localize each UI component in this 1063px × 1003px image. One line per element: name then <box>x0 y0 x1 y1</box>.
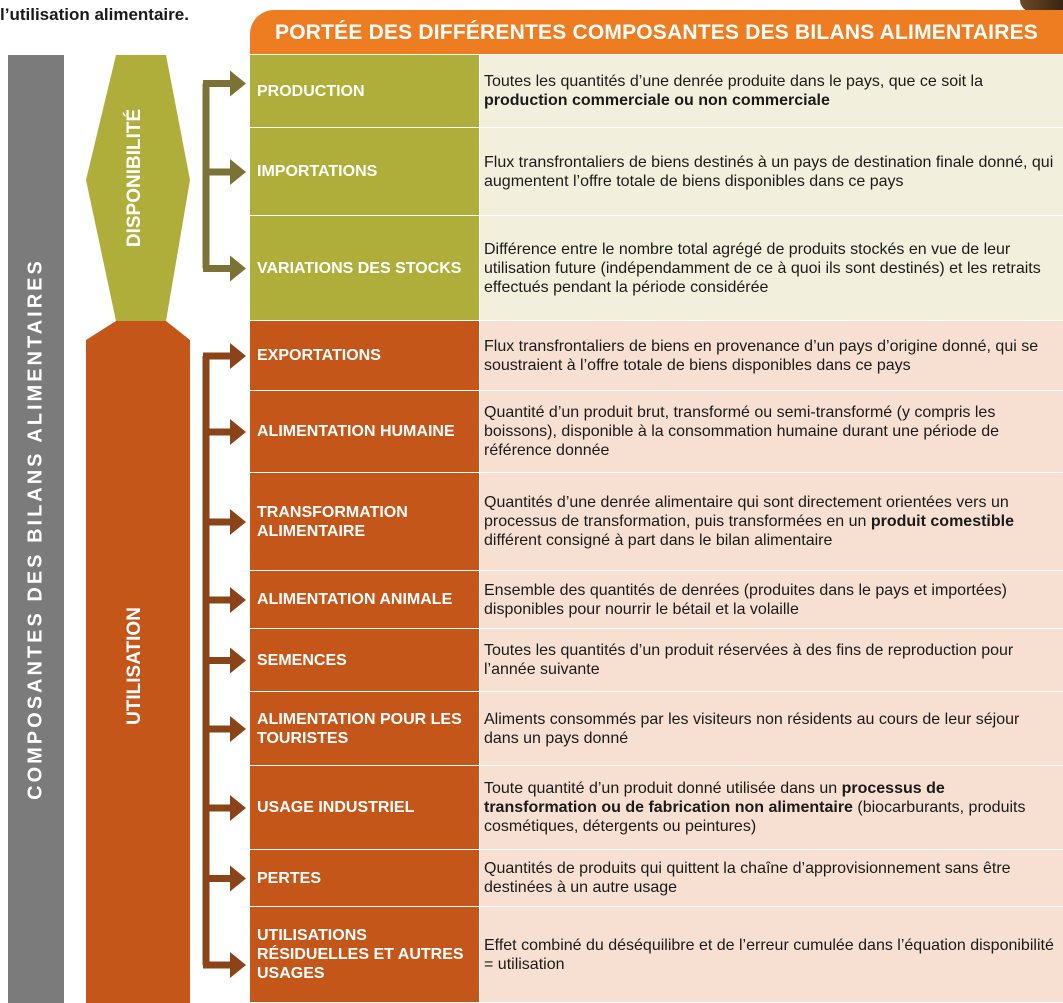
arrowhead <box>230 952 246 978</box>
disponibilite-connector <box>202 80 234 272</box>
description-emphasis: production commerciale ou non commercial… <box>484 92 830 109</box>
description-text: Quantité d’un produit brut, transformé o… <box>484 404 999 459</box>
description-text: Quantités d’une denrée alimentaire qui s… <box>484 494 1009 530</box>
component-description: Effet combiné du déséquilibre et de l’er… <box>480 907 1063 1002</box>
description-emphasis: produit comestible <box>870 513 1014 530</box>
arrowhead <box>230 255 246 282</box>
component-description: Toute quantité d’un produit donné utilis… <box>480 766 1063 849</box>
component-name: ALIMENTATION HUMAINE <box>250 391 480 472</box>
group-label-utilisation: UTILISATION <box>124 607 145 725</box>
component-name: EXPORTATIONS <box>250 321 480 390</box>
description-text: Différence entre le nombre total agrégé … <box>484 240 1041 296</box>
description-text: Toute quantité d’un produit donné utilis… <box>484 780 842 797</box>
component-description: Toutes les quantités d’une denrée produi… <box>480 55 1063 127</box>
utilisation-arrowheads <box>230 343 246 978</box>
component-name: TRANSFORMATION ALIMENTAIRE <box>250 473 480 570</box>
photo-fragment <box>1020 0 1063 12</box>
component-name: SEMENCES <box>250 629 480 691</box>
component-name: USAGE INDUSTRIEL <box>250 766 480 849</box>
component-name: ALIMENTATION ANIMALE <box>250 571 480 628</box>
arrowhead <box>230 865 246 892</box>
utilisation-connector <box>202 352 234 969</box>
arrowhead <box>230 716 246 742</box>
description-text: Aliments consommés par les visiteurs non… <box>484 710 1020 747</box>
description-text: Flux transfrontaliers de biens en proven… <box>484 337 1039 374</box>
component-description: Toutes les quantités d’un produit réserv… <box>480 629 1063 691</box>
description-text: Ensemble des quantités de denrées (produ… <box>484 581 1007 618</box>
description-text: Toutes les quantités d’un produit réserv… <box>484 642 1014 678</box>
component-description: Différence entre le nombre total agrégé … <box>480 216 1063 320</box>
description-text: (biocarburants, produits cosmétiques, dé… <box>484 799 1026 835</box>
description-text: Effet combiné du déséquilibre et de l’er… <box>484 936 1054 973</box>
utilisation-hexagon <box>86 321 190 1003</box>
table-row: UTILISATIONS RÉSIDUELLES ET AUTRES USAGE… <box>250 907 1063 1003</box>
description-text: Toutes les quantités d’une denrée produi… <box>484 73 983 90</box>
description-text: Quantités de produits qui quittent la ch… <box>484 860 1011 896</box>
component-description: Ensemble des quantités de denrées (produ… <box>480 571 1063 628</box>
description-emphasis: processus de transformation ou de fabric… <box>484 780 945 816</box>
group-label-disponibilite: DISPONIBILITÉ <box>124 108 145 248</box>
component-description: Quantités d’une denrée alimentaire qui s… <box>480 473 1063 570</box>
arrowhead <box>230 509 246 535</box>
description-text: différent consigné à part dans le bilan … <box>484 532 833 549</box>
arrowhead <box>230 343 246 369</box>
disponibilite-hexagon <box>86 55 190 321</box>
disponibilite-arrowheads <box>230 70 246 282</box>
arrowhead <box>230 795 246 821</box>
side-label-bar: COMPOSANTES DES BILANS ALIMENTAIRES <box>8 55 64 1003</box>
component-description: Flux transfrontaliers de biens destinés … <box>480 128 1063 215</box>
description-text: Flux transfrontaliers de biens destinés … <box>484 153 1054 190</box>
component-description: Quantités de produits qui quittent la ch… <box>480 850 1063 906</box>
component-name: UTILISATIONS RÉSIDUELLES ET AUTRES USAGE… <box>250 907 480 1002</box>
component-name: ALIMENTATION POUR LES TOURISTES <box>250 692 480 765</box>
table-title: PORTÉE DES DIFFÉRENTES COMPOSANTES DES B… <box>250 10 1063 54</box>
component-description: Flux transfrontaliers de biens en proven… <box>480 321 1063 390</box>
component-description: Aliments consommés par les visiteurs non… <box>480 692 1063 765</box>
intro-text: l’utilisation alimentaire. <box>0 5 189 24</box>
arrowhead <box>230 70 246 97</box>
arrowhead <box>230 647 246 674</box>
component-description: Quantité d’un produit brut, transformé o… <box>480 391 1063 472</box>
arrowhead <box>230 587 246 613</box>
arrowhead <box>230 159 246 185</box>
component-name: VARIATIONS DES STOCKS <box>250 216 480 320</box>
component-name: IMPORTATIONS <box>250 128 480 215</box>
component-name: PRODUCTION <box>250 55 480 127</box>
arrowhead <box>230 419 246 445</box>
component-name: PERTES <box>250 850 480 906</box>
